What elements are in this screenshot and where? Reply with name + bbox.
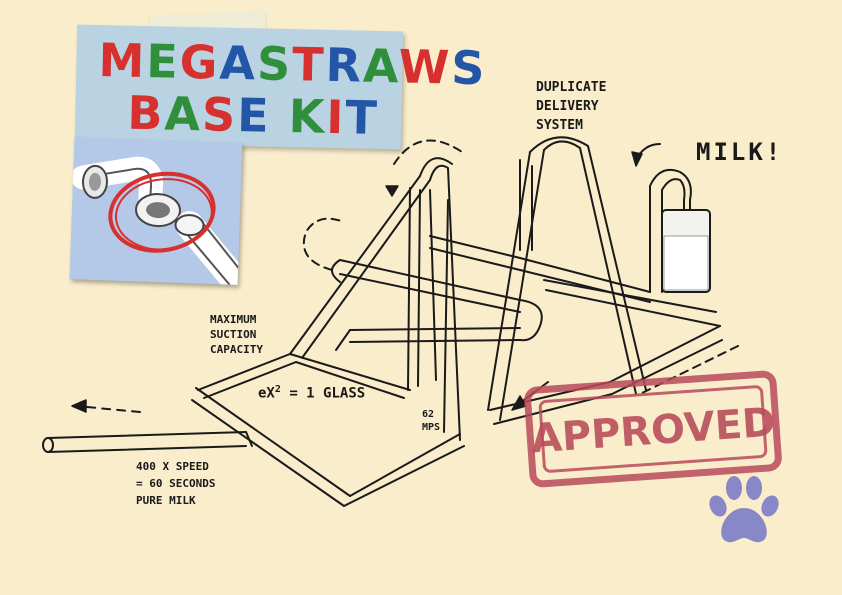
formula-base: eX [258, 385, 275, 402]
suction-line-1: MAXIMUM [210, 313, 257, 326]
bottom-line-3: PURE MILK [136, 494, 196, 507]
suction-line-3: CAPACITY [210, 343, 263, 356]
duplicate-delivery-label: DUPLICATE DELIVERY SYSTEM [536, 78, 606, 135]
formula-label: eX2 = 1 GLASS [258, 384, 365, 402]
formula-exponent: 2 [274, 384, 281, 395]
approved-stamp-text: APPROVED [529, 400, 776, 463]
milk-label: MILK! [696, 138, 784, 166]
speed-unit: MPS [422, 422, 441, 433]
bottom-line-2: = 60 SECONDS [136, 477, 216, 490]
duplicate-line-1: DUPLICATE [536, 80, 607, 95]
approved-stamp: APPROVED [523, 369, 783, 488]
bottom-line-1: 400 X SPEED [136, 460, 209, 473]
duplicate-line-2: DELIVERY [536, 99, 599, 114]
connector-photo-note [69, 137, 243, 285]
speed-description-label: 400 X SPEED = 60 SECONDS PURE MILK [136, 458, 215, 509]
speed-value: 62 [422, 409, 435, 420]
speed-mps-label: 62 MPS [422, 408, 440, 434]
output-straw [42, 431, 247, 453]
straw-connector-illustration [69, 137, 243, 285]
suction-capacity-label: MAXIMUM SUCTION CAPACITY [210, 312, 263, 357]
approved-stamp-frame: APPROVED [524, 370, 782, 488]
suction-line-2: SUCTION [210, 328, 257, 341]
formula-rest: = 1 GLASS [289, 385, 366, 402]
paw-print-icon [709, 476, 779, 543]
duplicate-line-3: SYSTEM [536, 118, 583, 133]
